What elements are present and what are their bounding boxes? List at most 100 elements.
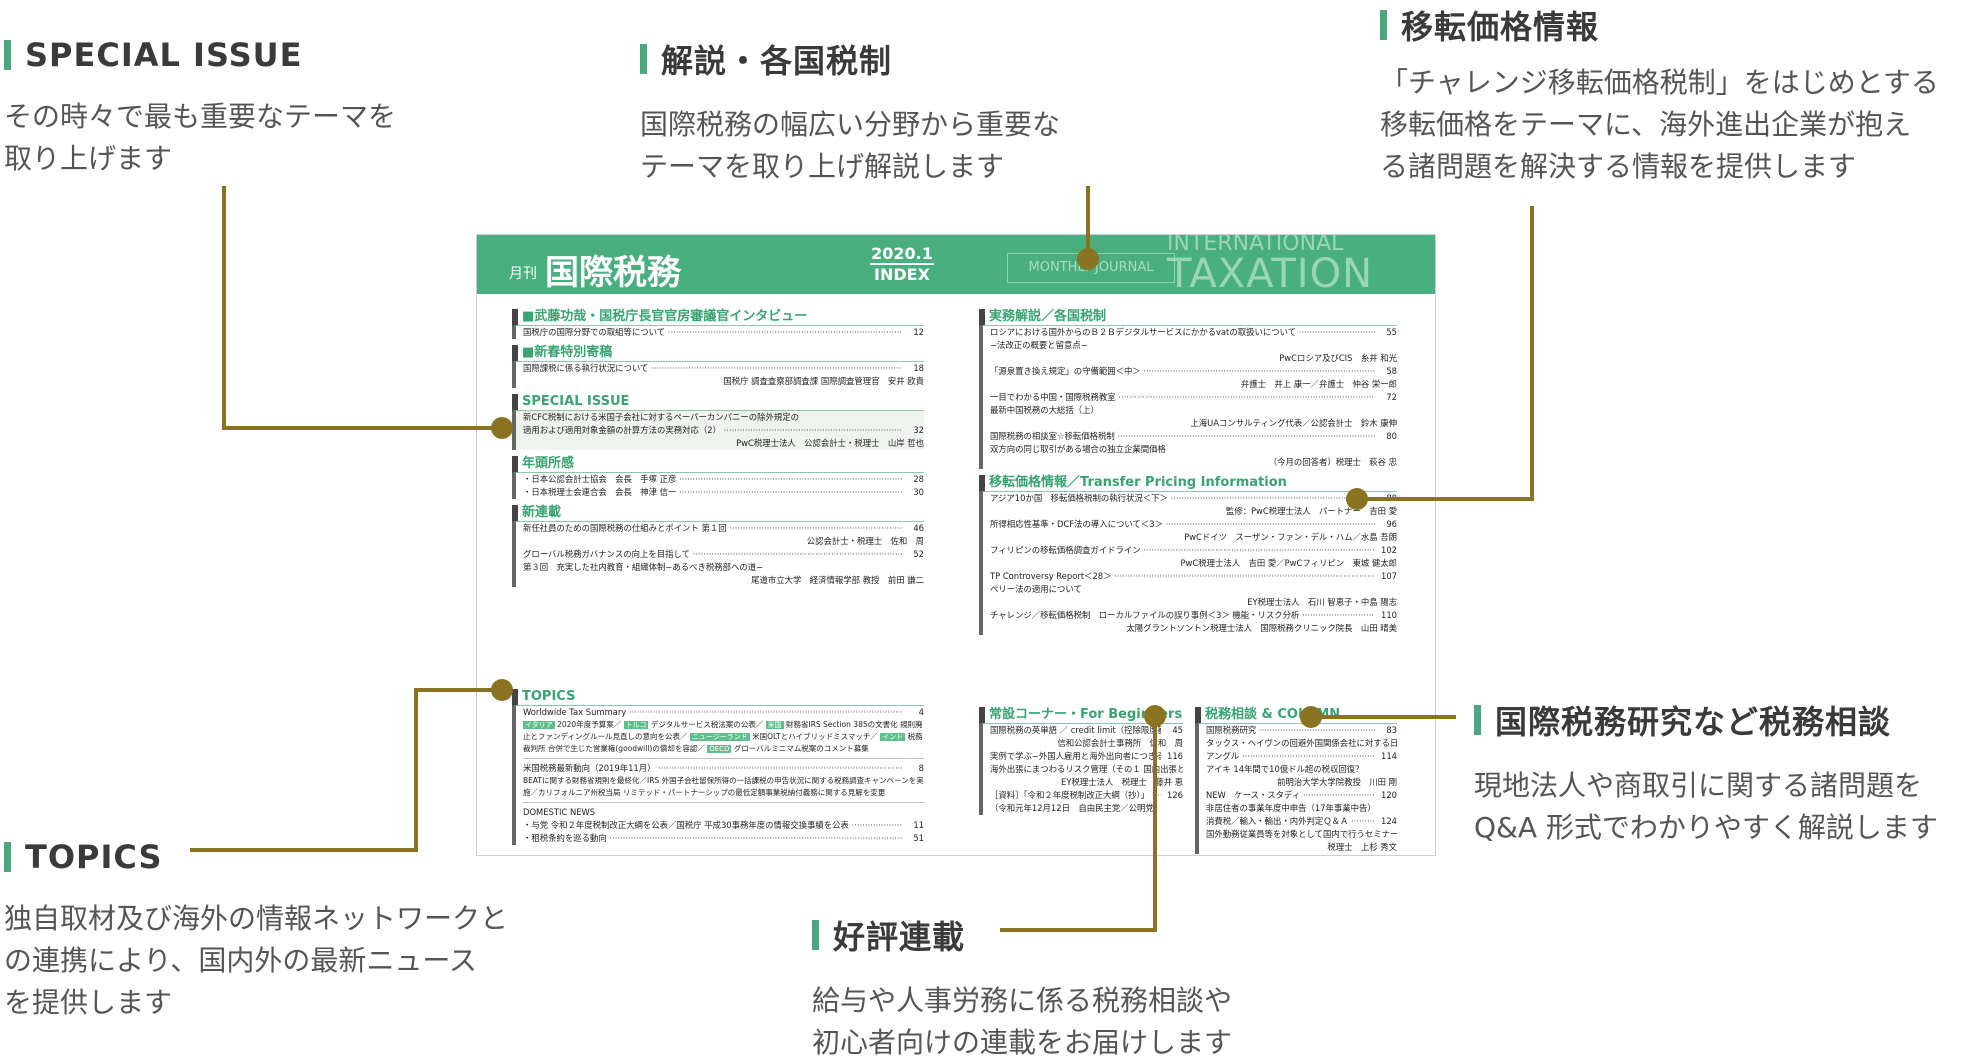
entry-title: ・日本税理士会連合会 会長 神津 信一 bbox=[523, 486, 902, 499]
connector-dot bbox=[1300, 706, 1322, 728]
country-tag: 米国 bbox=[765, 721, 784, 729]
connector-line bbox=[1530, 206, 1534, 501]
entry-page: 114 bbox=[1381, 751, 1397, 761]
index-right-column: 実務解説／各国税制ロシアにおける国外からのＢ２Ｂデジタルサービスにかかるvatの… bbox=[979, 303, 1397, 635]
entry-note: 国外勤務従業員等を対象として国内で行うセミナーの会費 bbox=[1206, 829, 1397, 839]
entry-author: 弁護士 井上 康一／弁護士 仲谷 栄一郎 bbox=[1240, 379, 1397, 389]
entry-title: フィリピンの移転価格調査ガイドライン bbox=[990, 544, 1375, 557]
connector-dot bbox=[491, 679, 513, 701]
entry-row: ・日本税理士会連合会 会長 神津 信一30 bbox=[523, 486, 924, 499]
index-entry: 国際税務の英単語 ／ credit limit（控除限度額）45信和公認会計士事… bbox=[979, 724, 1183, 750]
entry-note: （令和元年12月12日 自由民主党／公明党） bbox=[990, 803, 1163, 813]
index-column: 税務相談 & COLUMN国際税務研究83タックス・ヘイヴンの回避外国関係会社に… bbox=[1195, 701, 1397, 854]
section-heading: SPECIAL ISSUE bbox=[512, 394, 924, 411]
taxation-label: TAXATION bbox=[1167, 251, 1373, 297]
entry-row: 一目でわかる中国・国際税務教室72 bbox=[990, 391, 1397, 404]
callout-description: 給与や人事労務に係る税務相談や 初心者向けの連載をお届けします bbox=[812, 984, 1233, 1059]
entry-author: PwC税理士法人 公認会計士・税理士 山岸 哲也 bbox=[736, 438, 924, 448]
accent-bar bbox=[4, 40, 11, 70]
index-entry: 国税庁の国際分野での取組等について12 bbox=[512, 326, 924, 339]
accent-bar bbox=[1474, 705, 1481, 735]
index-entry: 実例で学ぶ−外国人雇用と海外出向者につきる税務・給与・社会保険116海外出張にま… bbox=[979, 750, 1183, 789]
entry-title: ・租税条約を巡る動向 bbox=[523, 832, 902, 845]
entry-row: 所得相応性基準・DCF法の導入について＜3＞96 bbox=[990, 518, 1397, 531]
entry-author: 太陽グラントソントン税理士法人 国際税務クリニック院長 山田 晴美 bbox=[1126, 623, 1397, 633]
callout-description: その時々で最も重要なテーマを 取り上げます bbox=[4, 100, 397, 175]
callout-description: 国際税務の幅広い分野から重要な テーマを取り上げ解説します bbox=[640, 108, 1061, 183]
index-entry: チャレンジ／移転価格税制 ローカルファイルの誤り事例＜3＞ 機能・リスク分析11… bbox=[979, 609, 1397, 635]
callout-series: 好評連載 給与や人事労務に係る税務相談や 初心者向けの連載をお届けします bbox=[812, 912, 1232, 1064]
callout-transfer-pricing: 移転価格情報 「チャレンジ移転価格税制」をはじめとする 移転価格をテーマに、海外… bbox=[1380, 2, 1939, 188]
entry-row: 実例で学ぶ−外国人雇用と海外出向者につきる税務・給与・社会保険116 bbox=[990, 750, 1183, 763]
entry-note: アイキ 14年間で10億ドル超の税収回復？ bbox=[1206, 764, 1364, 774]
entry-row: チャレンジ／移転価格税制 ローカルファイルの誤り事例＜3＞ 機能・リスク分析11… bbox=[990, 609, 1397, 622]
entry-title: TP Controversy Report＜28＞ bbox=[990, 570, 1375, 583]
entry-row: 「源泉置き換え規定」の守備範囲＜中＞ 58 bbox=[990, 365, 1397, 378]
entry-page: 107 bbox=[1381, 571, 1397, 581]
accent-bar bbox=[1380, 10, 1387, 40]
entry-note: 海外出張にまつわるリスク管理（その１ 国内出張との違い） bbox=[990, 764, 1183, 774]
index-entry: 国際税務研究83タックス・ヘイヴンの回避外国関係会社に対する日本不動産の低廉譲渡… bbox=[1195, 724, 1397, 750]
entry-row: ［資料］「令和２年度税制改正大綱（抄）」 126 bbox=[990, 789, 1183, 802]
entry-title: ・与党 令和２年度税制改正大綱を公表／国税庁 平成30事務年度の情報交換事績を公… bbox=[523, 819, 902, 832]
section-heading: TOPICS bbox=[512, 689, 924, 706]
index-entry: ・日本税理士会連合会 会長 神津 信一30 bbox=[512, 486, 924, 499]
issue-date: 2020.1 bbox=[871, 244, 933, 263]
entry-title: アングル bbox=[1206, 750, 1375, 763]
entry-title: 米国税務最新動向（2019年11月） bbox=[523, 762, 902, 775]
entry-title: 「源泉置き換え規定」の守備範囲＜中＞ bbox=[990, 365, 1375, 378]
entry-note: 非居住者の事業年度中申告（17年事業中告） bbox=[1206, 803, 1376, 813]
entry-title: グローバル税務ガバナンスの向上を目指して bbox=[523, 548, 902, 561]
entry-author: （今月の回答者）税理士 萩谷 忠 bbox=[1268, 457, 1397, 467]
entry-note: タックス・ヘイヴンの回避外国関係会社に対する日本不動産の低廉譲渡と課税関係 bbox=[1206, 738, 1397, 748]
callout-tax-consultation: 国際税務研究など税務相談 現地法人や商取引に関する諸問題を Q&A 形式でわかり… bbox=[1474, 697, 1938, 849]
callout-title: 移転価格情報 bbox=[1401, 8, 1600, 46]
entry-page: 96 bbox=[1386, 519, 1397, 529]
tag-text: 米国OLTとハイブリッドミスマッチ／ bbox=[749, 732, 881, 741]
connector-dot bbox=[491, 417, 513, 439]
index-entry: 国際税務の相談室☆移転価格税制80双方向の同じ取引がある場合の独立企業間価格（今… bbox=[979, 430, 1397, 469]
callout-description: 「チャレンジ移転価格税制」をはじめとする 移転価格をテーマに、海外進出企業が抱え… bbox=[1380, 66, 1939, 183]
entry-author: 公認会計士・税理士 佐和 周 bbox=[806, 536, 924, 546]
callout-title: 解説・各国税制 bbox=[661, 42, 893, 80]
index-entry: 新任社員のための国際税務の仕組みとポイント 第１回46公認会計士・税理士 佐和 … bbox=[512, 522, 924, 548]
index-entry: NEW ケース・スタディ120非居住者の事業年度中申告（17年事業中告） bbox=[1195, 789, 1397, 815]
callout-title: 好評連載 bbox=[833, 918, 966, 956]
entry-note: 双方向の同じ取引がある場合の独立企業間価格 bbox=[990, 444, 1166, 454]
entry-note: 最新中国税務の大総括（上） bbox=[990, 405, 1099, 415]
entry-row: Worldwide Tax Summary4 bbox=[523, 706, 924, 719]
entry-author: PwCドイツ スーザン・ファン・デル・ハム／水島 吾朗 bbox=[1184, 532, 1397, 542]
tag-text: デジタルサービス税法案の公表／ bbox=[648, 720, 766, 729]
entry-page: 58 bbox=[1386, 366, 1397, 376]
entry-body: BEATに関する財務省規則を最終化／IRS 外国子会社留保所得の一括課税の申告状… bbox=[523, 776, 924, 797]
entry-author: 前明治大学大学院教授 川田 剛 bbox=[1277, 777, 1397, 787]
entry-row: フィリピンの移転価格調査ガイドライン102 bbox=[990, 544, 1397, 557]
entry-page: 18 bbox=[913, 363, 924, 373]
entry-title: ［資料］「令和２年度税制改正大綱（抄）」 bbox=[990, 789, 1161, 802]
callout-description: 現地法人や商取引に関する諸問題を Q&A 形式でわかりやすく解説します bbox=[1474, 769, 1938, 844]
index-entry: 新CFC税制における米国子会社に対するペーパーカンパニーの除外規定の適用および適… bbox=[512, 411, 924, 450]
entry-note: 第３回 充実した社内教育・組織体制−あるべき税務部への道− bbox=[523, 562, 764, 572]
section-heading: 新連載 bbox=[512, 505, 924, 522]
connector-line bbox=[1153, 714, 1157, 932]
entry-title: 国際税務の英単語 ／ credit limit（控除限度額） bbox=[990, 724, 1161, 737]
entry-row: アジア10か国 移転価格税制の執行状況＜下＞88 bbox=[990, 492, 1397, 505]
entry-page: 46 bbox=[913, 523, 924, 533]
index-left-column: ■武藤功哉・国税庁長官官房審議官インタビュー国税庁の国際分野での取組等について1… bbox=[512, 303, 924, 587]
entry-row: ・日本公認会計士協会 会長 手塚 正彦28 bbox=[523, 473, 924, 486]
entry-row: TP Controversy Report＜28＞ 107 bbox=[990, 570, 1397, 583]
entry-page: 52 bbox=[913, 549, 924, 559]
accent-bar bbox=[812, 920, 819, 950]
section-heading: 実務解説／各国税制 bbox=[979, 309, 1397, 326]
callout-title: 国際税務研究など税務相談 bbox=[1495, 703, 1892, 741]
entry-row: ロシアにおける国外からのＢ２Ｂデジタルサービスにかかるvatの取扱いについて55 bbox=[990, 326, 1397, 339]
entry-title: ・日本公認会計士協会 会長 手塚 正彦 bbox=[523, 473, 902, 486]
entry-author: 信和公認会計士事務所 信和 周 bbox=[1057, 738, 1183, 748]
tag-text: グローバルミニマム税案のコメント募集 bbox=[731, 744, 869, 753]
entry-page: 126 bbox=[1167, 790, 1183, 800]
entry-page: 120 bbox=[1381, 790, 1397, 800]
entry-author: 国税庁 調査査察部調査課 国際調査管理官 安井 欧貴 bbox=[723, 376, 924, 386]
entry-title: 国際税務の相談室☆移転価格税制 bbox=[990, 430, 1375, 443]
